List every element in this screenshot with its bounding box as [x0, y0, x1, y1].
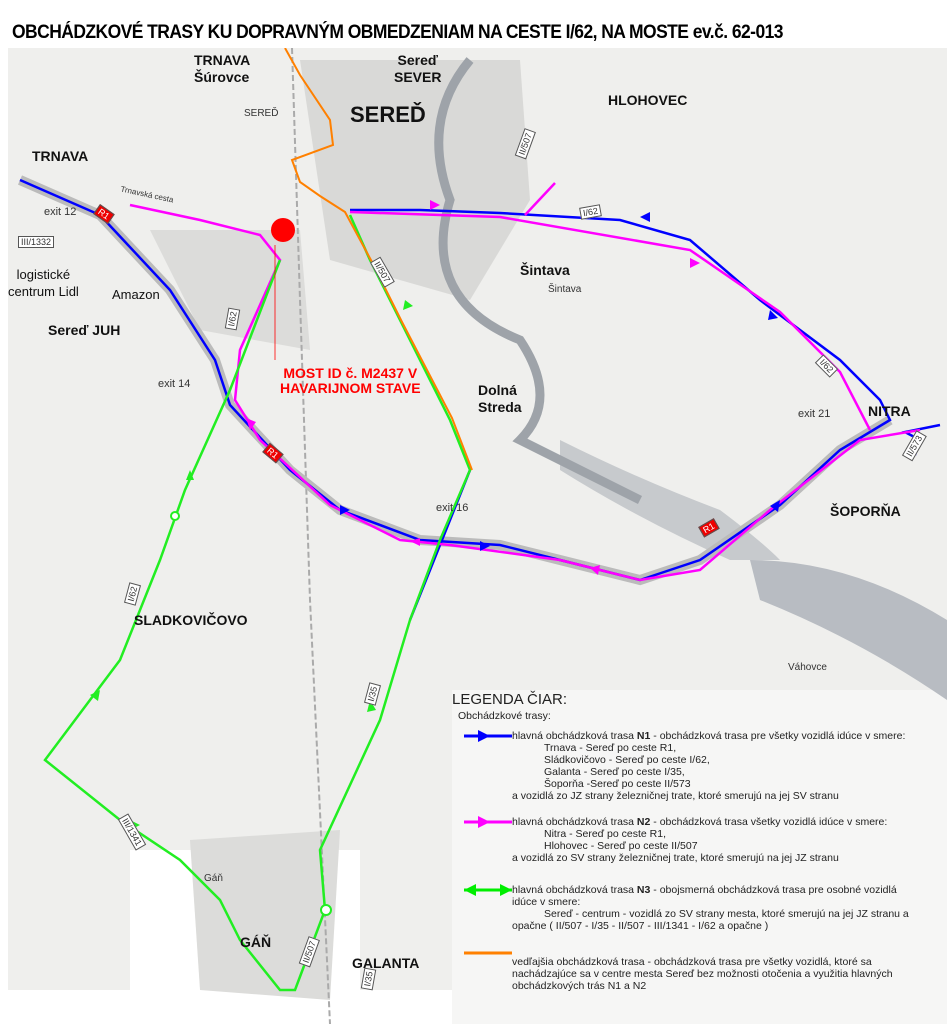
legend-n3-intro: hlavná obchádzková trasa: [512, 884, 634, 896]
place-trnava: TRNAVA: [32, 148, 89, 164]
legend-n3-tail: opačne ( II/507 - I/35 - II/507 - III/13…: [512, 920, 769, 932]
place-dolna-streda: Dolná Streda: [478, 382, 522, 415]
legend-n2-intro: hlavná obchádzková trasa: [512, 816, 634, 828]
legend-n1-line: Trnava - Sereď po ceste R1,: [544, 742, 677, 754]
sered-urban-area: [300, 60, 530, 300]
small-label-exit12: exit 12: [44, 206, 77, 218]
legend-n3-code: N3: [636, 884, 651, 896]
place-sered-juh: Sereď JUH: [48, 322, 121, 338]
legend-subtitle: Obchádzkové trasy:: [458, 710, 551, 722]
map-canvas: [8, 48, 947, 1024]
legend-n1-line: Šoporňa -Sereď po ceste II/573: [544, 778, 691, 790]
small-label-exit21: exit 21: [798, 408, 831, 420]
legend-n1-line: Sládkovičovo - Sereď po ceste I/62,: [544, 754, 710, 766]
legend-item-n1: hlavná obchádzková trasa N1 - obchádzkov…: [452, 730, 922, 802]
route-n1: [19, 178, 892, 582]
legend-n1-tail: a vozidlá zo JZ strany železničnej trate…: [512, 790, 839, 802]
place-sladkovicovo: SLADKOVIČOVO: [134, 612, 248, 628]
bridge-warning-label: MOST ID č. M2437 V HAVARIJNOM STAVE: [280, 365, 421, 396]
map-title: OBCHÁDZKOVÉ TRASY KU DOPRAVNÝM OBMEDZENI…: [12, 22, 784, 43]
orange-line-icon: [464, 951, 512, 955]
legend-n2-line: Hlohovec - Sereď po ceste II/507: [544, 840, 698, 852]
railway: [291, 48, 331, 1024]
legend-side-text: vedľajšia obchádzková trasa - obchádzkov…: [512, 956, 893, 992]
map[interactable]: R1 R1 R1 I/62 I/62 I/62 I/62 II/507 II/5…: [8, 48, 947, 1024]
legend-n1-intro: hlavná obchádzková trasa: [512, 730, 634, 742]
legend-n2-line: Nitra - Sereď po ceste R1,: [544, 828, 667, 840]
legend-n1-code: N1: [636, 730, 651, 742]
legend-n2-desc: - obchádzková trasa všetky vozidlá idúce…: [650, 816, 888, 828]
legend-n3-line: Sereď - centrum - vozidlá zo SV strany m…: [544, 908, 909, 920]
place-soporna: ŠOPORŇA: [830, 503, 901, 519]
route-n2: [129, 203, 921, 582]
legend-n2-code: N2: [636, 816, 651, 828]
legend-n2-tail: a vozidlá zo SV strany železničnej trate…: [512, 852, 839, 864]
place-hlohovec: HLOHOVEC: [608, 92, 688, 108]
place-galanta: GALANTA: [352, 955, 420, 971]
small-label-exit16: exit 16: [436, 502, 469, 514]
green-double-arrow-icon: [464, 884, 512, 896]
legend: LEGENDA ČIAR: Obchádzkové trasy: hlavná …: [452, 691, 922, 992]
place-nitra: NITRA: [868, 403, 911, 419]
place-sered: SEREĎ: [350, 102, 426, 127]
place-amazon: Amazon: [112, 287, 160, 302]
place-trnava-surovce: TRNAVA Šúrovce: [194, 52, 251, 85]
route-n3: [43, 214, 472, 992]
route-side: [284, 48, 473, 471]
legend-item-n2: hlavná obchádzková trasa N2 - obchádzkov…: [452, 816, 922, 864]
small-label-exit14: exit 14: [158, 378, 191, 390]
legend-title: LEGENDA ČIAR:: [452, 691, 568, 708]
small-label-vahovce: Váhovce: [788, 662, 827, 673]
blue-arrow-icon: [464, 730, 512, 742]
place-gan: GÁŇ: [240, 934, 272, 950]
small-label-sered: SEREĎ: [244, 108, 279, 119]
small-label-sintava: Šintava: [548, 284, 582, 295]
place-sintava: Šintava: [520, 262, 570, 278]
legend-n1-desc: - obchádzková trasa pre všetky vozidlá i…: [650, 730, 906, 742]
vah-river: [434, 57, 643, 505]
magenta-arrow-icon: [464, 816, 512, 828]
legend-n1-line: Galanta - Sereď po ceste I/35,: [544, 766, 685, 778]
legend-item-side: vedľajšia obchádzková trasa - obchádzkov…: [452, 950, 922, 992]
legend-item-n3: hlavná obchádzková trasa N3 - obojsmerná…: [452, 884, 922, 932]
water-reservoir: [750, 560, 947, 700]
place-sered-sever: Sereď SEVER: [394, 52, 442, 85]
small-label-gan: Gáň: [204, 873, 223, 884]
legend-n3-desc: - obojsmerná obchádzková trasa pre osobn…: [512, 884, 897, 908]
place-logisticke-centrum: logistické centrum Lidl: [8, 267, 79, 299]
closed-bridge-marker: [271, 218, 295, 242]
road-iii1332: III/1332: [18, 236, 55, 248]
